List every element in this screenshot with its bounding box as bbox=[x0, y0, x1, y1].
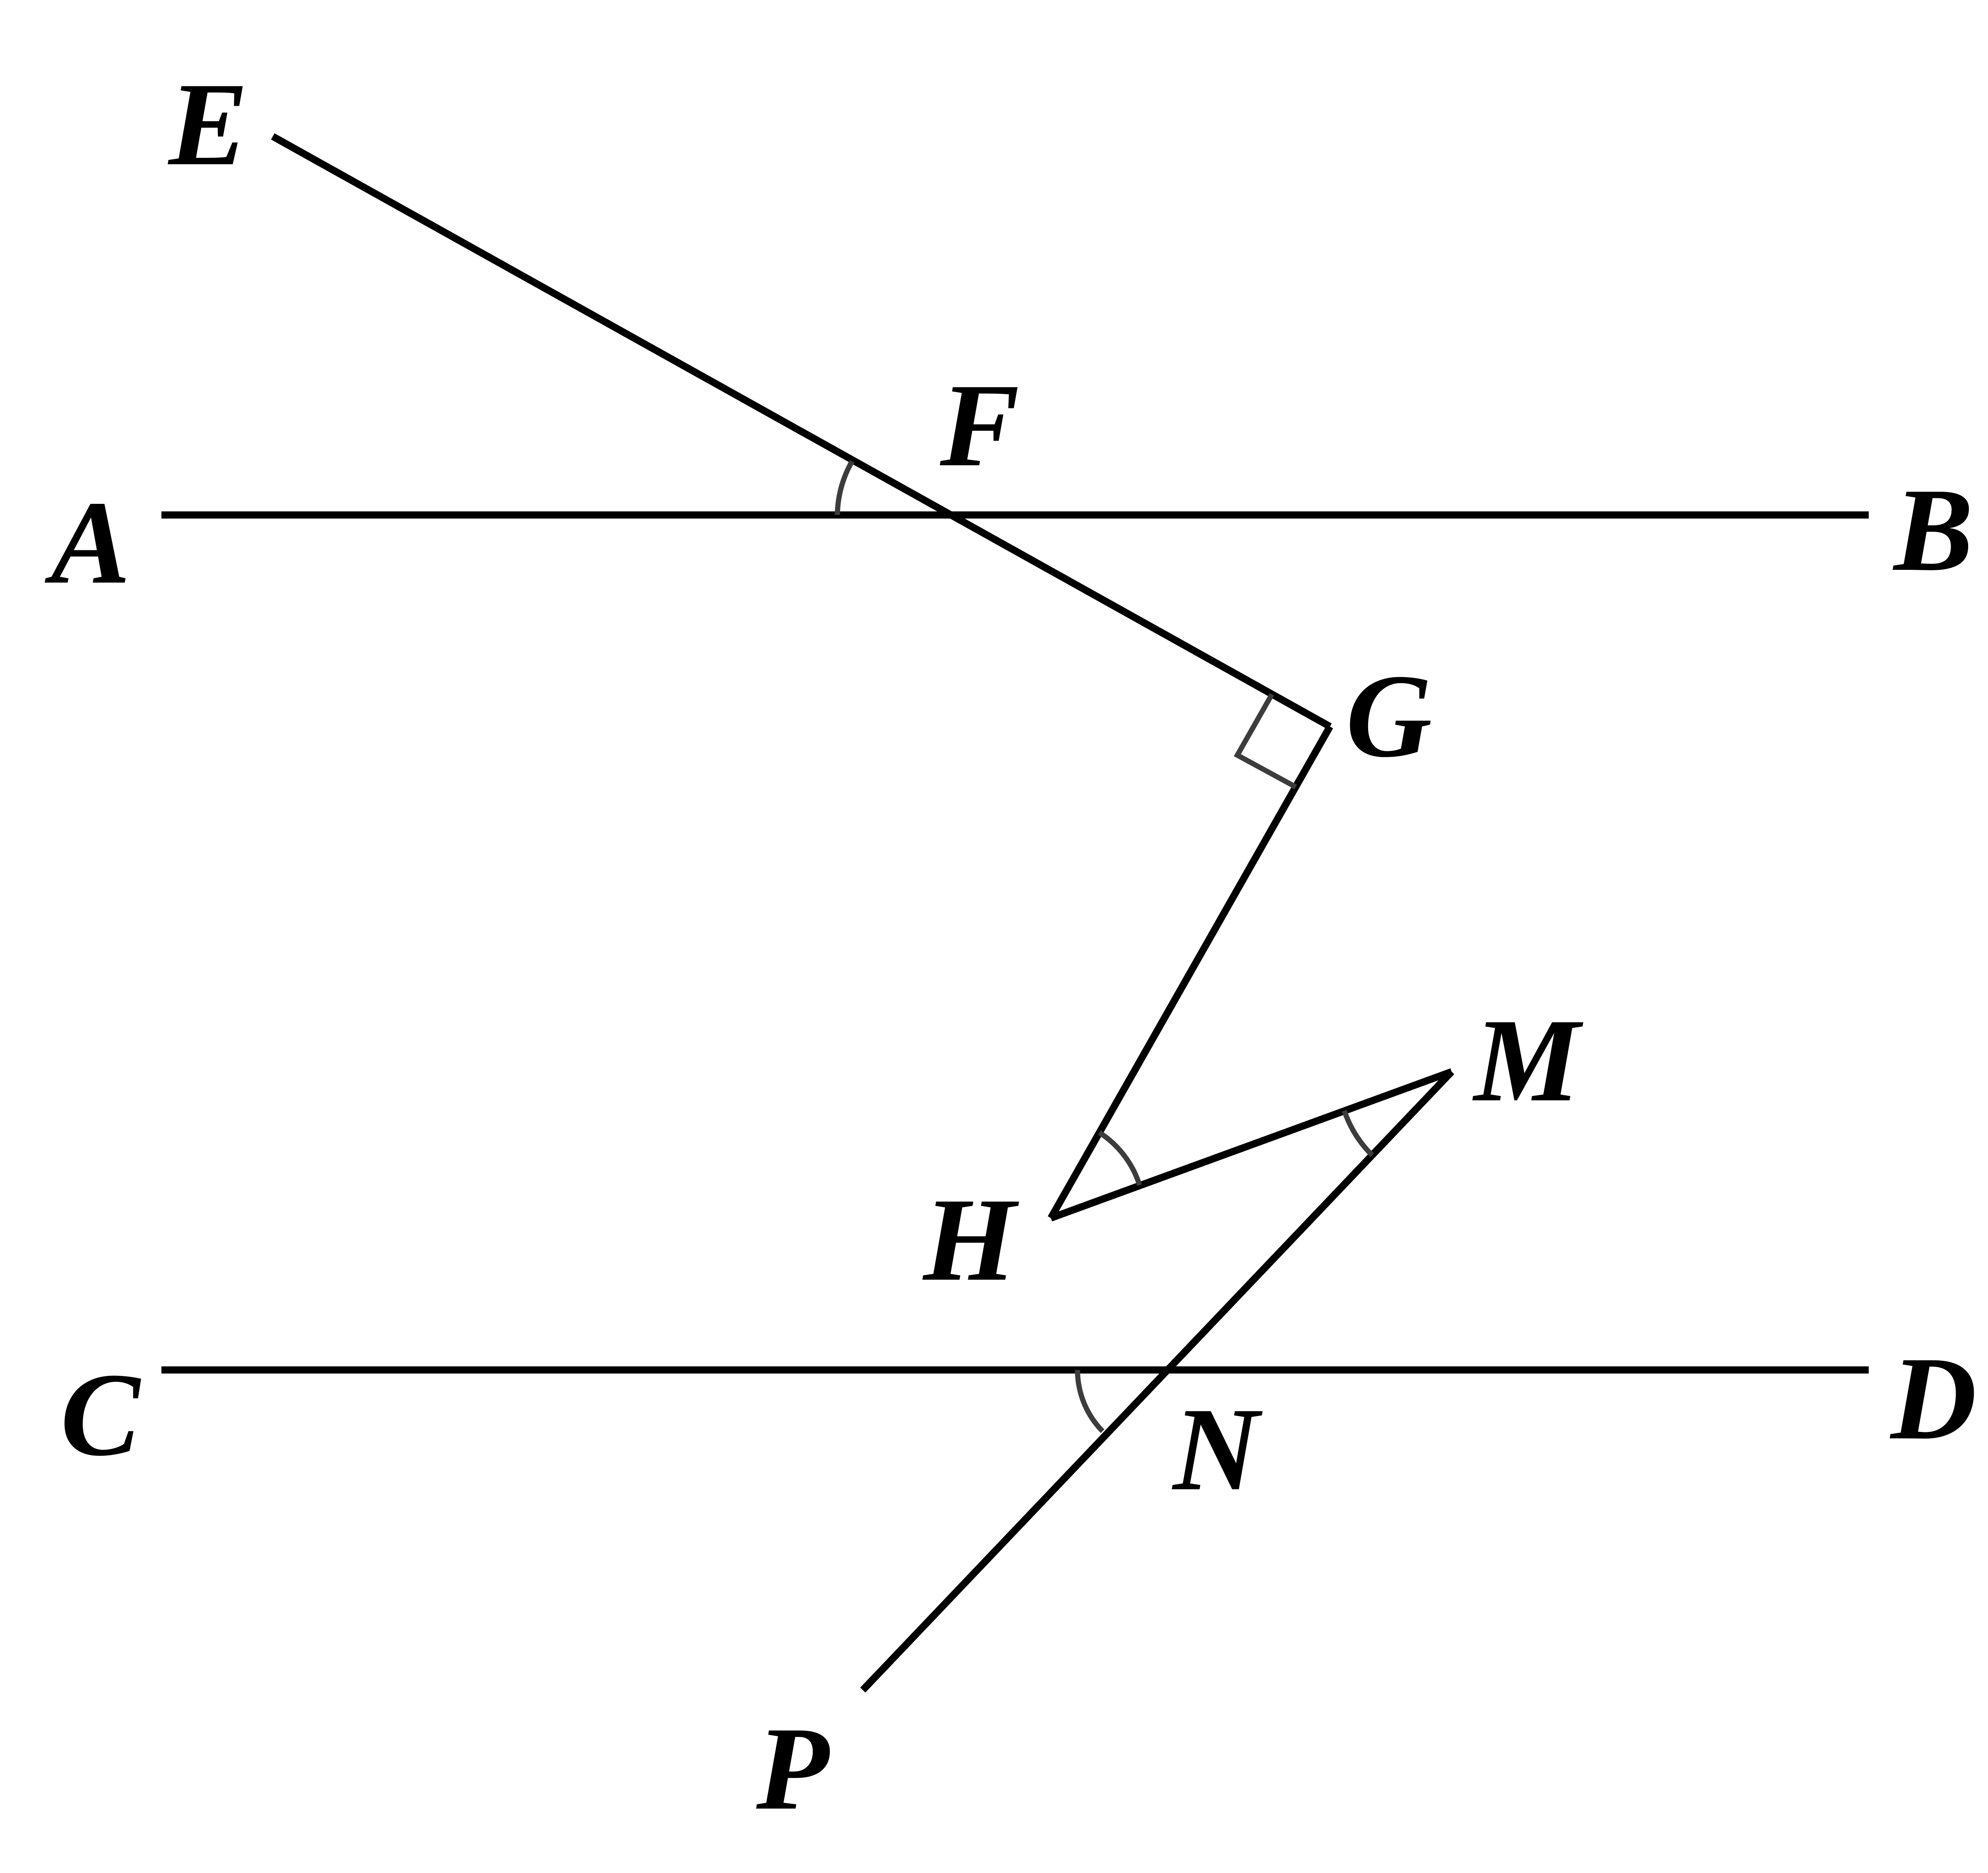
segment-MP bbox=[860, 1069, 1454, 1693]
right-angle-mark-G bbox=[1234, 693, 1297, 789]
label-M: M bbox=[1472, 994, 1584, 1126]
label-N: N bbox=[1171, 1383, 1264, 1515]
label-P: P bbox=[754, 1702, 831, 1834]
label-G: G bbox=[1346, 650, 1432, 782]
label-E: E bbox=[167, 58, 248, 190]
label-A: A bbox=[43, 476, 130, 608]
segment-EG bbox=[271, 133, 1332, 730]
label-H: H bbox=[921, 1174, 1020, 1306]
angle-mark-HMN bbox=[1342, 1109, 1374, 1157]
label-C: C bbox=[60, 1348, 142, 1481]
label-B: B bbox=[1892, 464, 1973, 596]
angle-mark-CNP bbox=[1075, 1370, 1105, 1433]
label-D: D bbox=[1889, 1332, 1976, 1464]
angle-mark-GHM bbox=[1098, 1130, 1142, 1186]
label-F: F bbox=[938, 359, 1019, 491]
segment-HM bbox=[1049, 1068, 1453, 1222]
segment-GH bbox=[1048, 725, 1333, 1220]
angle-mark-AFE bbox=[835, 460, 854, 515]
